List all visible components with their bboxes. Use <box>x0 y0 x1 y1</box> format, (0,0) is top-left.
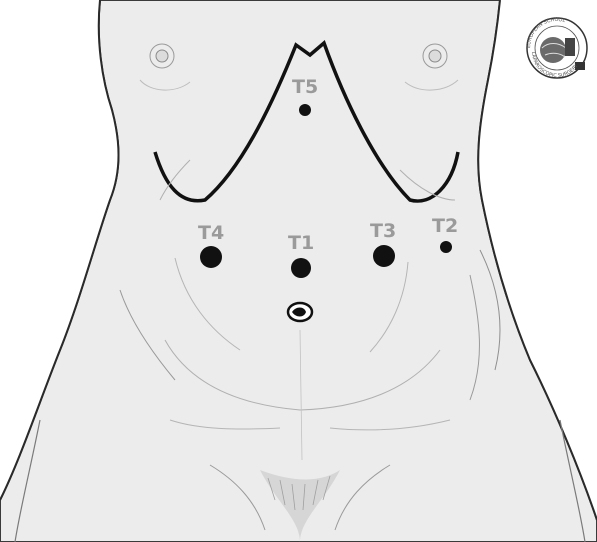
label-t2: T2 <box>432 215 458 237</box>
label-t1: T1 <box>288 232 314 254</box>
label-t4: T4 <box>198 222 224 244</box>
label-t5: T5 <box>292 76 318 98</box>
trocar-port-t4 <box>200 246 222 268</box>
trocar-port-t5 <box>299 104 311 116</box>
trocar-port-t3 <box>373 245 395 267</box>
trocar-port-t2 <box>440 241 452 253</box>
label-t3: T3 <box>370 220 396 242</box>
umbilicus <box>288 303 312 321</box>
globe-icon <box>540 37 566 63</box>
trocar-port-t1 <box>291 258 311 278</box>
